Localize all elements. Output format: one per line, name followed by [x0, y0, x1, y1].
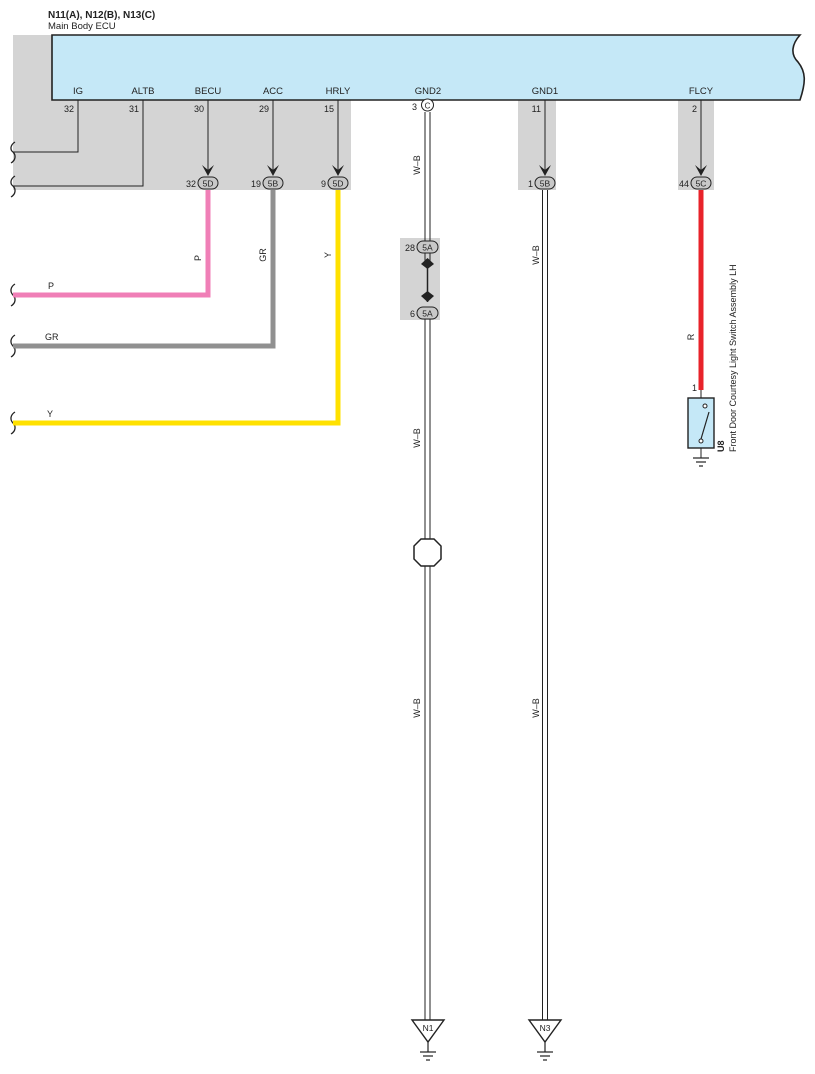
wire-color-gnd2-c: W–B	[412, 698, 422, 718]
pin-name-altb: ALTB	[131, 86, 154, 97]
pin-name-ig: IG	[73, 86, 83, 97]
junction-code-inline-top: 5A	[422, 243, 433, 253]
oval-inline-top	[416, 240, 439, 254]
acc-arrow	[267, 165, 279, 176]
wire-color-gnd2-b: W–B	[412, 428, 422, 448]
pin-number-acc: 29	[259, 104, 269, 114]
junction-arrows	[202, 165, 707, 176]
switch-pin-number: 1	[692, 383, 697, 393]
junction-pin-flcy: 44	[679, 179, 689, 189]
wire-color-acc: GR	[258, 248, 268, 262]
pin-number-becu: 30	[194, 104, 204, 114]
left-label-p: P	[48, 281, 54, 291]
break-mark-ig	[10, 141, 16, 164]
junction-pin-hrly: 9	[321, 179, 326, 189]
junction-code-becu: 5D	[203, 179, 214, 189]
wire-color-flcy: R	[686, 333, 696, 340]
gnd2-connector-circle	[421, 98, 434, 112]
inline-arrow-down	[421, 291, 434, 302]
becu-arrow	[202, 165, 214, 176]
pin-number-gnd2: 3	[412, 102, 417, 112]
yellow-wire	[13, 190, 341, 426]
altb-wire	[13, 100, 144, 187]
pin-name-gnd1: GND1	[532, 86, 558, 97]
flcy-connector-block	[678, 100, 714, 190]
gnd2-connector-code: C	[425, 102, 431, 111]
splice-octagon	[413, 538, 442, 567]
oval-gnd1	[534, 176, 556, 190]
switch-contact-bottom	[698, 438, 704, 444]
switch-blade	[700, 411, 710, 440]
junction-pin-acc: 19	[251, 179, 261, 189]
pin-number-gnd1: 11	[532, 104, 541, 114]
switch-contact-top	[702, 403, 708, 409]
inline-arrow-up	[421, 258, 434, 269]
hrly-arrow	[332, 165, 344, 176]
wire-color-gnd1-b: W–B	[531, 698, 541, 718]
wire-color-becu: P	[193, 255, 203, 261]
junction-code-acc: 5B	[268, 179, 279, 189]
ground-triangle-n1	[410, 1019, 446, 1044]
oval-inline-bottom	[416, 306, 439, 320]
switch-name: Front Door Courtesy Light Switch Assembl…	[728, 264, 738, 452]
switch-ground-symbol	[693, 457, 709, 467]
ground-label-n3: N3	[540, 1023, 551, 1033]
pin-name-gnd2: GND2	[415, 86, 441, 97]
ecu-name-label: Main Body ECU	[48, 21, 116, 32]
left-label-y: Y	[47, 409, 53, 419]
ground-triangle-n3	[527, 1019, 563, 1044]
junction-code-inline-bottom: 5A	[422, 309, 433, 319]
junction-pin-becu: 32	[186, 179, 196, 189]
junction-pin-inline-bottom: 6	[410, 309, 415, 319]
junction-code-flcy: 5C	[696, 179, 707, 189]
junction-pin-gnd1: 1	[528, 179, 533, 189]
ground-label-n1: N1	[423, 1023, 434, 1033]
gnd1-connector-block	[518, 100, 556, 190]
wire-color-gnd2-a: W–B	[412, 155, 422, 175]
pin-name-flcy: FLCY	[689, 86, 714, 97]
pin-name-hrly: HRLY	[326, 86, 351, 97]
break-mark-altb	[10, 175, 16, 198]
pin-name-acc: ACC	[263, 86, 283, 97]
ground-n1: N1	[410, 1019, 446, 1061]
connector-header: N11(A), N12(B), N13(C)	[48, 10, 155, 21]
junction-pin-inline-top: 28	[405, 243, 415, 253]
oval-flcy	[690, 176, 712, 190]
pin-number-hrly: 15	[324, 104, 334, 114]
pink-wire	[13, 190, 211, 298]
oval-hrly	[327, 176, 349, 190]
wb-wires	[424, 112, 548, 1020]
pin-number-altb: 31	[129, 104, 139, 114]
gnd1-arrow	[539, 165, 551, 176]
pin-name-becu: BECU	[195, 86, 222, 97]
switch-id: U8	[716, 440, 726, 452]
internal-wires	[13, 100, 702, 187]
gray-wire	[13, 190, 276, 349]
ecu-box	[51, 34, 806, 101]
junction-code-gnd1: 5B	[540, 179, 551, 189]
ground-n3: N3	[527, 1019, 563, 1061]
ig-wire	[13, 100, 79, 153]
junction-code-hrly: 5D	[333, 179, 344, 189]
left-label-gr: GR	[45, 332, 59, 342]
wire-color-hrly: Y	[323, 252, 333, 258]
pin-number-ig: 32	[64, 104, 74, 114]
connector-ovals	[197, 176, 712, 320]
oval-becu	[197, 176, 219, 190]
pin-number-flcy: 2	[692, 104, 697, 114]
flcy-arrow	[695, 165, 707, 176]
wire-color-gnd1-a: W–B	[531, 245, 541, 265]
oval-acc	[262, 176, 284, 190]
